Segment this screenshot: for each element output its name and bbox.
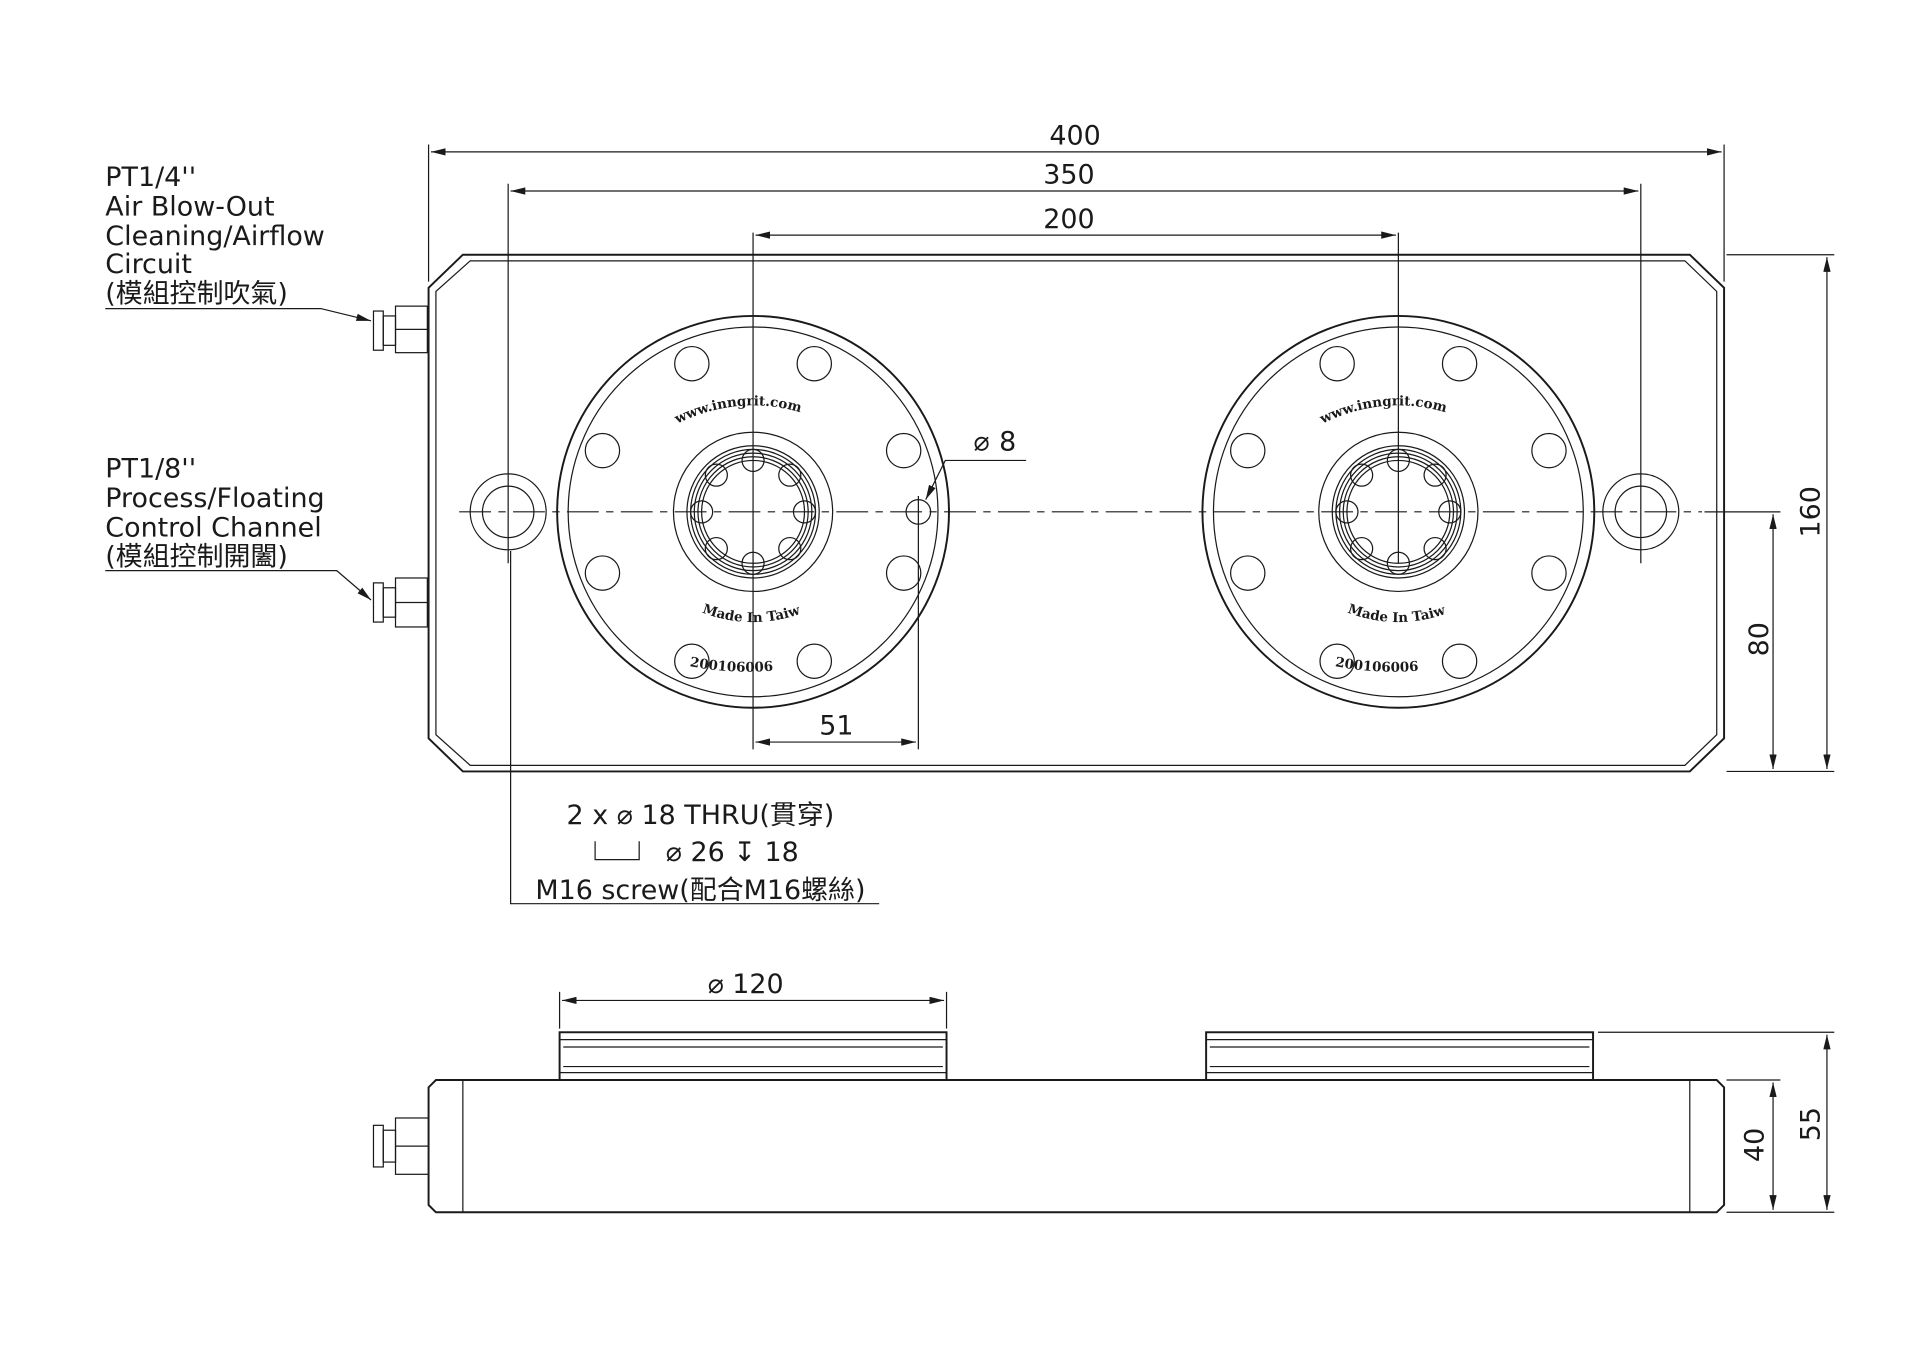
hole-note-screw: M16 screw(配合M16螺絲) xyxy=(535,875,865,906)
control-port-chinese: (模組控制開闔) xyxy=(105,542,288,573)
air-port-desc-3: Circuit xyxy=(105,249,192,280)
dim-40: 40 xyxy=(1739,1128,1770,1162)
chuck-serial: 200106006 xyxy=(1334,654,1419,675)
dim-120: 120 xyxy=(732,969,783,1000)
hole-note-counterbore: ⌀ 26 ↧ 18 xyxy=(666,837,799,868)
dim-pin-offset: 51 xyxy=(755,711,916,746)
air-port-size: PT1/4'' xyxy=(105,162,196,193)
air-port-desc-2: Cleaning/Airflow xyxy=(105,221,325,252)
dim-51: 51 xyxy=(819,711,853,742)
dim-200: 200 xyxy=(1043,204,1094,235)
diameter-symbol: ⌀ xyxy=(708,969,724,1000)
diameter-symbol: ⌀ xyxy=(973,427,989,458)
hole-note-thru: 2 x ⌀ 18 THRU(貫穿) xyxy=(567,800,835,831)
chuck-side-left xyxy=(558,1031,948,1081)
dim-chuck-spacing: 200 xyxy=(755,204,1396,239)
chuck-website: www.inngrit.com xyxy=(671,393,803,427)
air-port-label: PT1/4'' Air Blow-Out Cleaning/Airflow Ci… xyxy=(105,162,372,322)
fitting-side xyxy=(372,1117,430,1175)
dim-chuck-diameter: ⌀ 120 xyxy=(558,969,948,1029)
control-port-desc-2: Control Channel xyxy=(105,512,321,543)
chuck-side-right xyxy=(1205,1031,1595,1081)
air-fitting xyxy=(372,305,428,354)
dim-pin-diameter: ⌀ 8 xyxy=(925,427,1027,500)
air-port-chinese: (模組控制吹氣) xyxy=(105,278,288,309)
dim-160: 160 xyxy=(1796,486,1827,537)
svg-text:www.inngrit.com: www.inngrit.com xyxy=(1317,393,1449,427)
dim-8: 8 xyxy=(999,427,1016,458)
dim-width: 160 xyxy=(1726,254,1835,773)
air-port-desc-1: Air Blow-Out xyxy=(105,192,274,223)
dim-half-width: 80 xyxy=(1704,511,1781,769)
control-port-desc-1: Process/Floating xyxy=(105,483,324,514)
dim-80: 80 xyxy=(1744,622,1775,656)
dim-overall-length: 400 xyxy=(431,121,1722,156)
dim-400: 400 xyxy=(1049,121,1100,152)
dim-350: 350 xyxy=(1043,160,1094,191)
dim-total-height: 55 xyxy=(1597,1031,1835,1213)
svg-text:200106006: 200106006 xyxy=(1334,654,1419,675)
svg-text:www.inngrit.com: www.inngrit.com xyxy=(671,393,803,427)
control-port-size: PT1/8'' xyxy=(105,454,196,485)
svg-text:200106006: 200106006 xyxy=(689,654,774,675)
dim-hole-spacing: 350 xyxy=(510,160,1639,195)
chuck-serial: 200106006 xyxy=(689,654,774,675)
plate-side-view xyxy=(427,1079,1726,1214)
chuck-website: www.inngrit.com xyxy=(1317,393,1449,427)
dim-55: 55 xyxy=(1796,1107,1827,1141)
control-fitting xyxy=(372,577,428,628)
plate-top-view xyxy=(427,253,1726,773)
hole-callout: 2 x ⌀ 18 THRU(貫穿) ⌀ 26 ↧ 18 M16 screw(配合… xyxy=(510,551,880,906)
dim-plate-height: 40 xyxy=(1726,1079,1781,1210)
control-port-label: PT1/8'' Process/Floating Control Channel… xyxy=(105,454,372,601)
